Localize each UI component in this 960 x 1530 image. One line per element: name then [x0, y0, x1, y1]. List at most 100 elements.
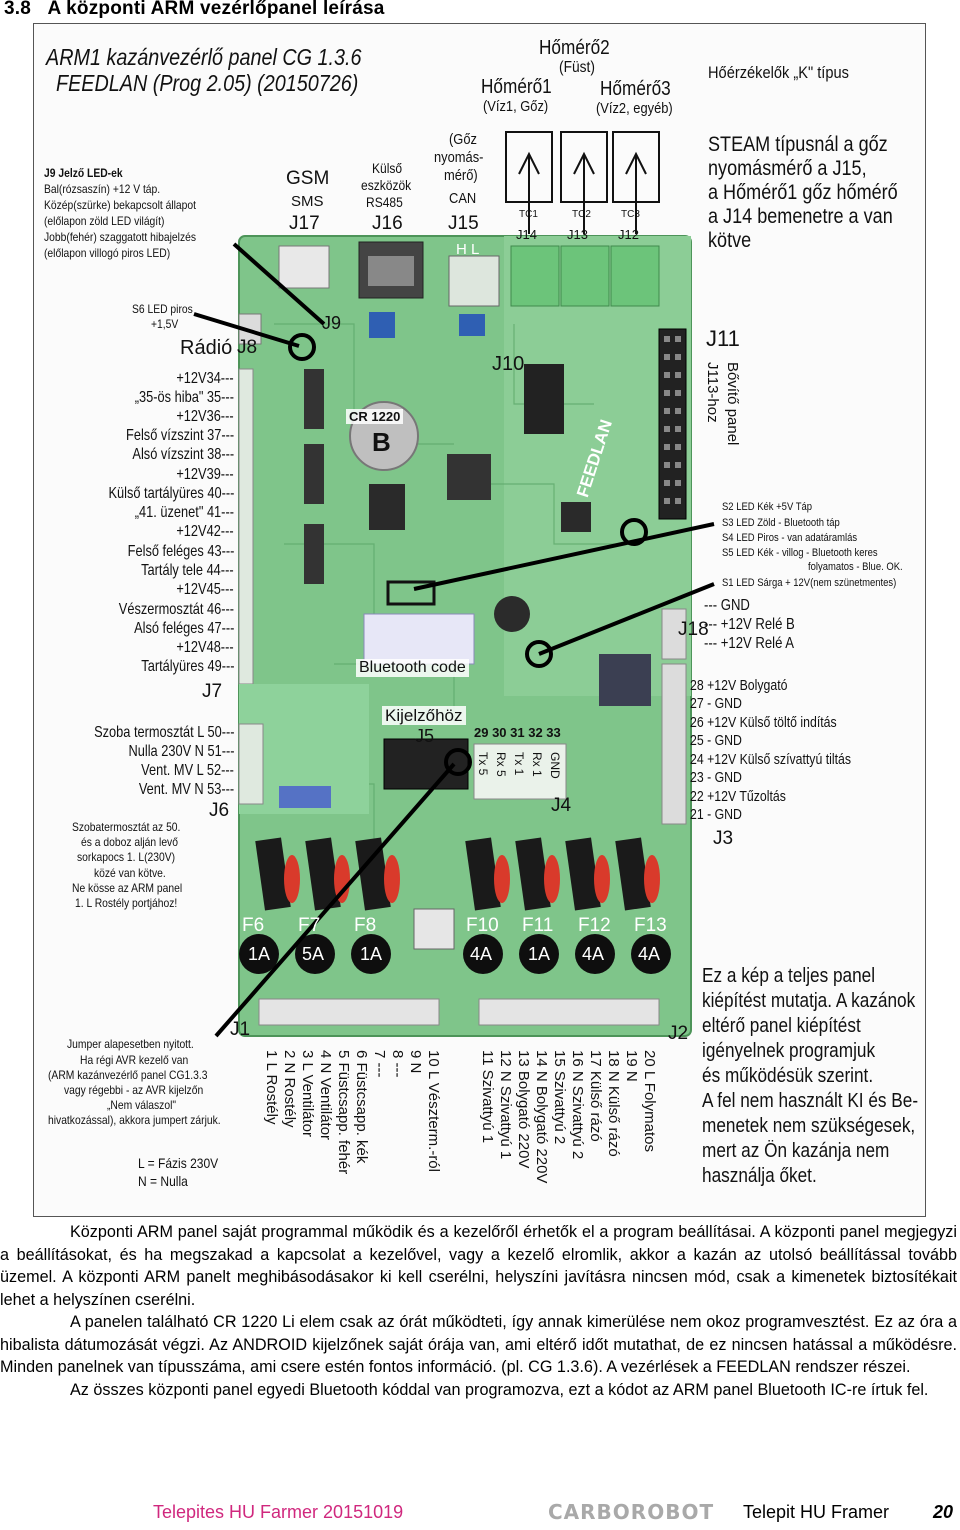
j1-pin-4: 4 N Ventilátor: [317, 1050, 334, 1141]
fuse-f10-value: 4A: [470, 944, 493, 964]
legend-l: L = Fázis 230V: [138, 1155, 219, 1171]
chip-4: [599, 654, 651, 706]
board-figure: ARM1 kazánvezérlő panel CG 1.3.6 FEEDLAN…: [33, 23, 926, 1217]
j1-label: J1: [230, 1019, 251, 1040]
szoba-note-2: és a doboz alján levő: [81, 835, 178, 849]
j4-label: J4: [551, 795, 572, 816]
j6-label: J6: [209, 800, 230, 821]
tc3-label: TC3: [621, 209, 640, 220]
pin-34: +12V34---: [176, 370, 234, 387]
thermo3-label: Hőmérő3: [600, 78, 671, 100]
connector-j4: [473, 743, 567, 800]
pin-40: Külső tartályüres 40---: [108, 485, 234, 502]
panel-note-5: és működésük szerint.: [702, 1065, 874, 1087]
j6-pin-53: Vent. MV N 53---: [138, 781, 234, 798]
j3-pin-26: 26 +12V Külső töltő indítás: [690, 714, 837, 731]
s3-led-label: S3 LED Zöld - Bluetooth táp: [722, 517, 840, 529]
pin-39: +12V39---: [176, 466, 234, 483]
kijelzo-label: Kijelzőhöz: [382, 706, 466, 725]
can-connector-j15: [448, 255, 500, 307]
panel-note-1: Ez a kép a teljes panel: [702, 965, 876, 987]
j2-pin-20: 20 L Folymatos: [641, 1050, 658, 1152]
jumper-pad: [413, 908, 455, 950]
pin-44: Tartály tele 44---: [141, 562, 234, 579]
j4-tx1: Tx 1: [512, 752, 526, 776]
board-header-line1: ARM1 kazánvezérlő panel CG 1.3.6: [46, 44, 362, 70]
fuse-f12-value: 4A: [582, 944, 605, 964]
ext-label-3: RS485: [366, 194, 403, 210]
fuse-f7-value: 5A: [302, 944, 325, 964]
header-j10: [524, 364, 564, 434]
bluetooth-module: [363, 613, 475, 665]
thermo3-sub: (Víz2, egyéb): [596, 100, 673, 117]
board-header-line2: FEEDLAN (Prog 2.05) (20150726): [56, 70, 359, 96]
jumper-note-1: Jumper alapesetben nyitott.: [67, 1037, 194, 1051]
j9-note-right-2: (előlapon villogó piros LED): [44, 246, 171, 260]
ext-label-1: Külső: [372, 160, 403, 176]
jumper-note-3: (ARM kazánvezérlő panel CG1.3.3: [48, 1068, 208, 1082]
ext-label-2: eszközök: [361, 177, 412, 193]
pressure-label-2: nyomás-: [434, 149, 484, 166]
j15-label: J15: [448, 213, 479, 234]
thermo-terminal-j13: [560, 245, 610, 307]
j2-label: J2: [668, 1023, 689, 1044]
j2-pin-12: 12 N Szivattyú 1: [497, 1050, 514, 1160]
steam-note-3: a Hőmérő1 gőz hőmérő: [708, 181, 898, 204]
j8-label: J8: [237, 337, 258, 358]
s6-label-2: +1,5V: [151, 317, 179, 331]
chip-1: [369, 484, 405, 530]
j4-rx5: Rx 5: [494, 752, 508, 777]
j3-pin-24: 24 +12V Külső szívattyú tiltás: [690, 751, 852, 768]
pressure-label-3: mérő): [444, 167, 478, 184]
jumper-note-5: „Nem válaszol": [107, 1098, 177, 1112]
thermocouple-probes: [505, 131, 660, 234]
szoba-note-4: közé van kötve.: [94, 866, 166, 880]
j2-pin-16: 16 N Szivattyú 2: [569, 1050, 586, 1160]
bluetooth-code-label: Bluetooth code: [356, 659, 469, 677]
pin-49: Tartályüres 49---: [140, 658, 234, 675]
fuse-f11-value: 1A: [528, 944, 551, 964]
j2-pin-11: 11 Szivattyú 1: [479, 1050, 496, 1144]
j18-rele-a: --- +12V Relé A: [704, 635, 795, 652]
fuse-f6-label: F6: [242, 915, 265, 936]
pin-48: +12V48---: [176, 639, 234, 656]
j3-pin-25: 25 - GND: [690, 732, 742, 749]
expand-label-2: J113-hoz: [704, 362, 721, 423]
page-footer: Telepites HU Farmer 20151019 CARBOROBOT …: [0, 1500, 960, 1526]
thermo2-sub: (Füst): [559, 59, 595, 76]
jumper-note-4: vagy régebbi - az AVR kijelzőn: [64, 1083, 204, 1097]
panel-note-8: mert az Ön kazánja nem: [702, 1140, 890, 1162]
j13-label: J13: [567, 227, 588, 242]
j3-pin-22: 22 +12V Tűzoltás: [690, 788, 786, 805]
pin-45: +12V45---: [176, 581, 234, 598]
paragraph-1: Központi ARM panel saját programmal műkö…: [0, 1223, 957, 1309]
tc1-label: TC1: [519, 209, 538, 220]
j4-tx5: Tx 5: [476, 752, 490, 776]
pin-43: Felső feléges 43---: [127, 543, 234, 560]
board-diagram: [193, 131, 715, 1038]
j2-pin-18: 18 N Külső rázó: [605, 1050, 622, 1157]
display-connector-j5: [383, 738, 469, 790]
sms-label: SMS: [291, 193, 324, 210]
j1-pin-3: 3 L Ventilátor: [299, 1050, 316, 1138]
tc2-label: TC2: [572, 209, 591, 220]
j3-label: J3: [713, 828, 734, 849]
panel-note-7: menetek nem szükségesek,: [702, 1115, 916, 1137]
j1-pin-1: 1 L Rostély: [263, 1050, 280, 1125]
section-number: 3.8: [4, 0, 32, 19]
pin-36: +12V36---: [176, 408, 234, 425]
thermo1-sub: (Víz1, Gőz): [483, 98, 549, 115]
j6-pin-50: Szoba termosztát L 50---: [93, 724, 234, 741]
j17-label: J17: [289, 213, 320, 234]
cr1220-label: CR 1220: [346, 409, 404, 424]
j1-pin-8: 8 ---: [389, 1050, 406, 1078]
fuse-f6-value: 1A: [248, 944, 271, 964]
legend-n: N = Nulla: [138, 1173, 188, 1189]
fuse-f13-value: 4A: [638, 944, 661, 964]
j9-label: J9: [322, 313, 342, 333]
footer-brand-logo: CARBOROBOT: [548, 1500, 715, 1524]
j4-pin-numbers: 29 30 31 32 33: [474, 725, 561, 740]
fuse-f12-label: F12: [578, 915, 611, 936]
j2-pin-19: 19 N: [623, 1050, 640, 1082]
gsm-label: GSM: [286, 168, 330, 189]
